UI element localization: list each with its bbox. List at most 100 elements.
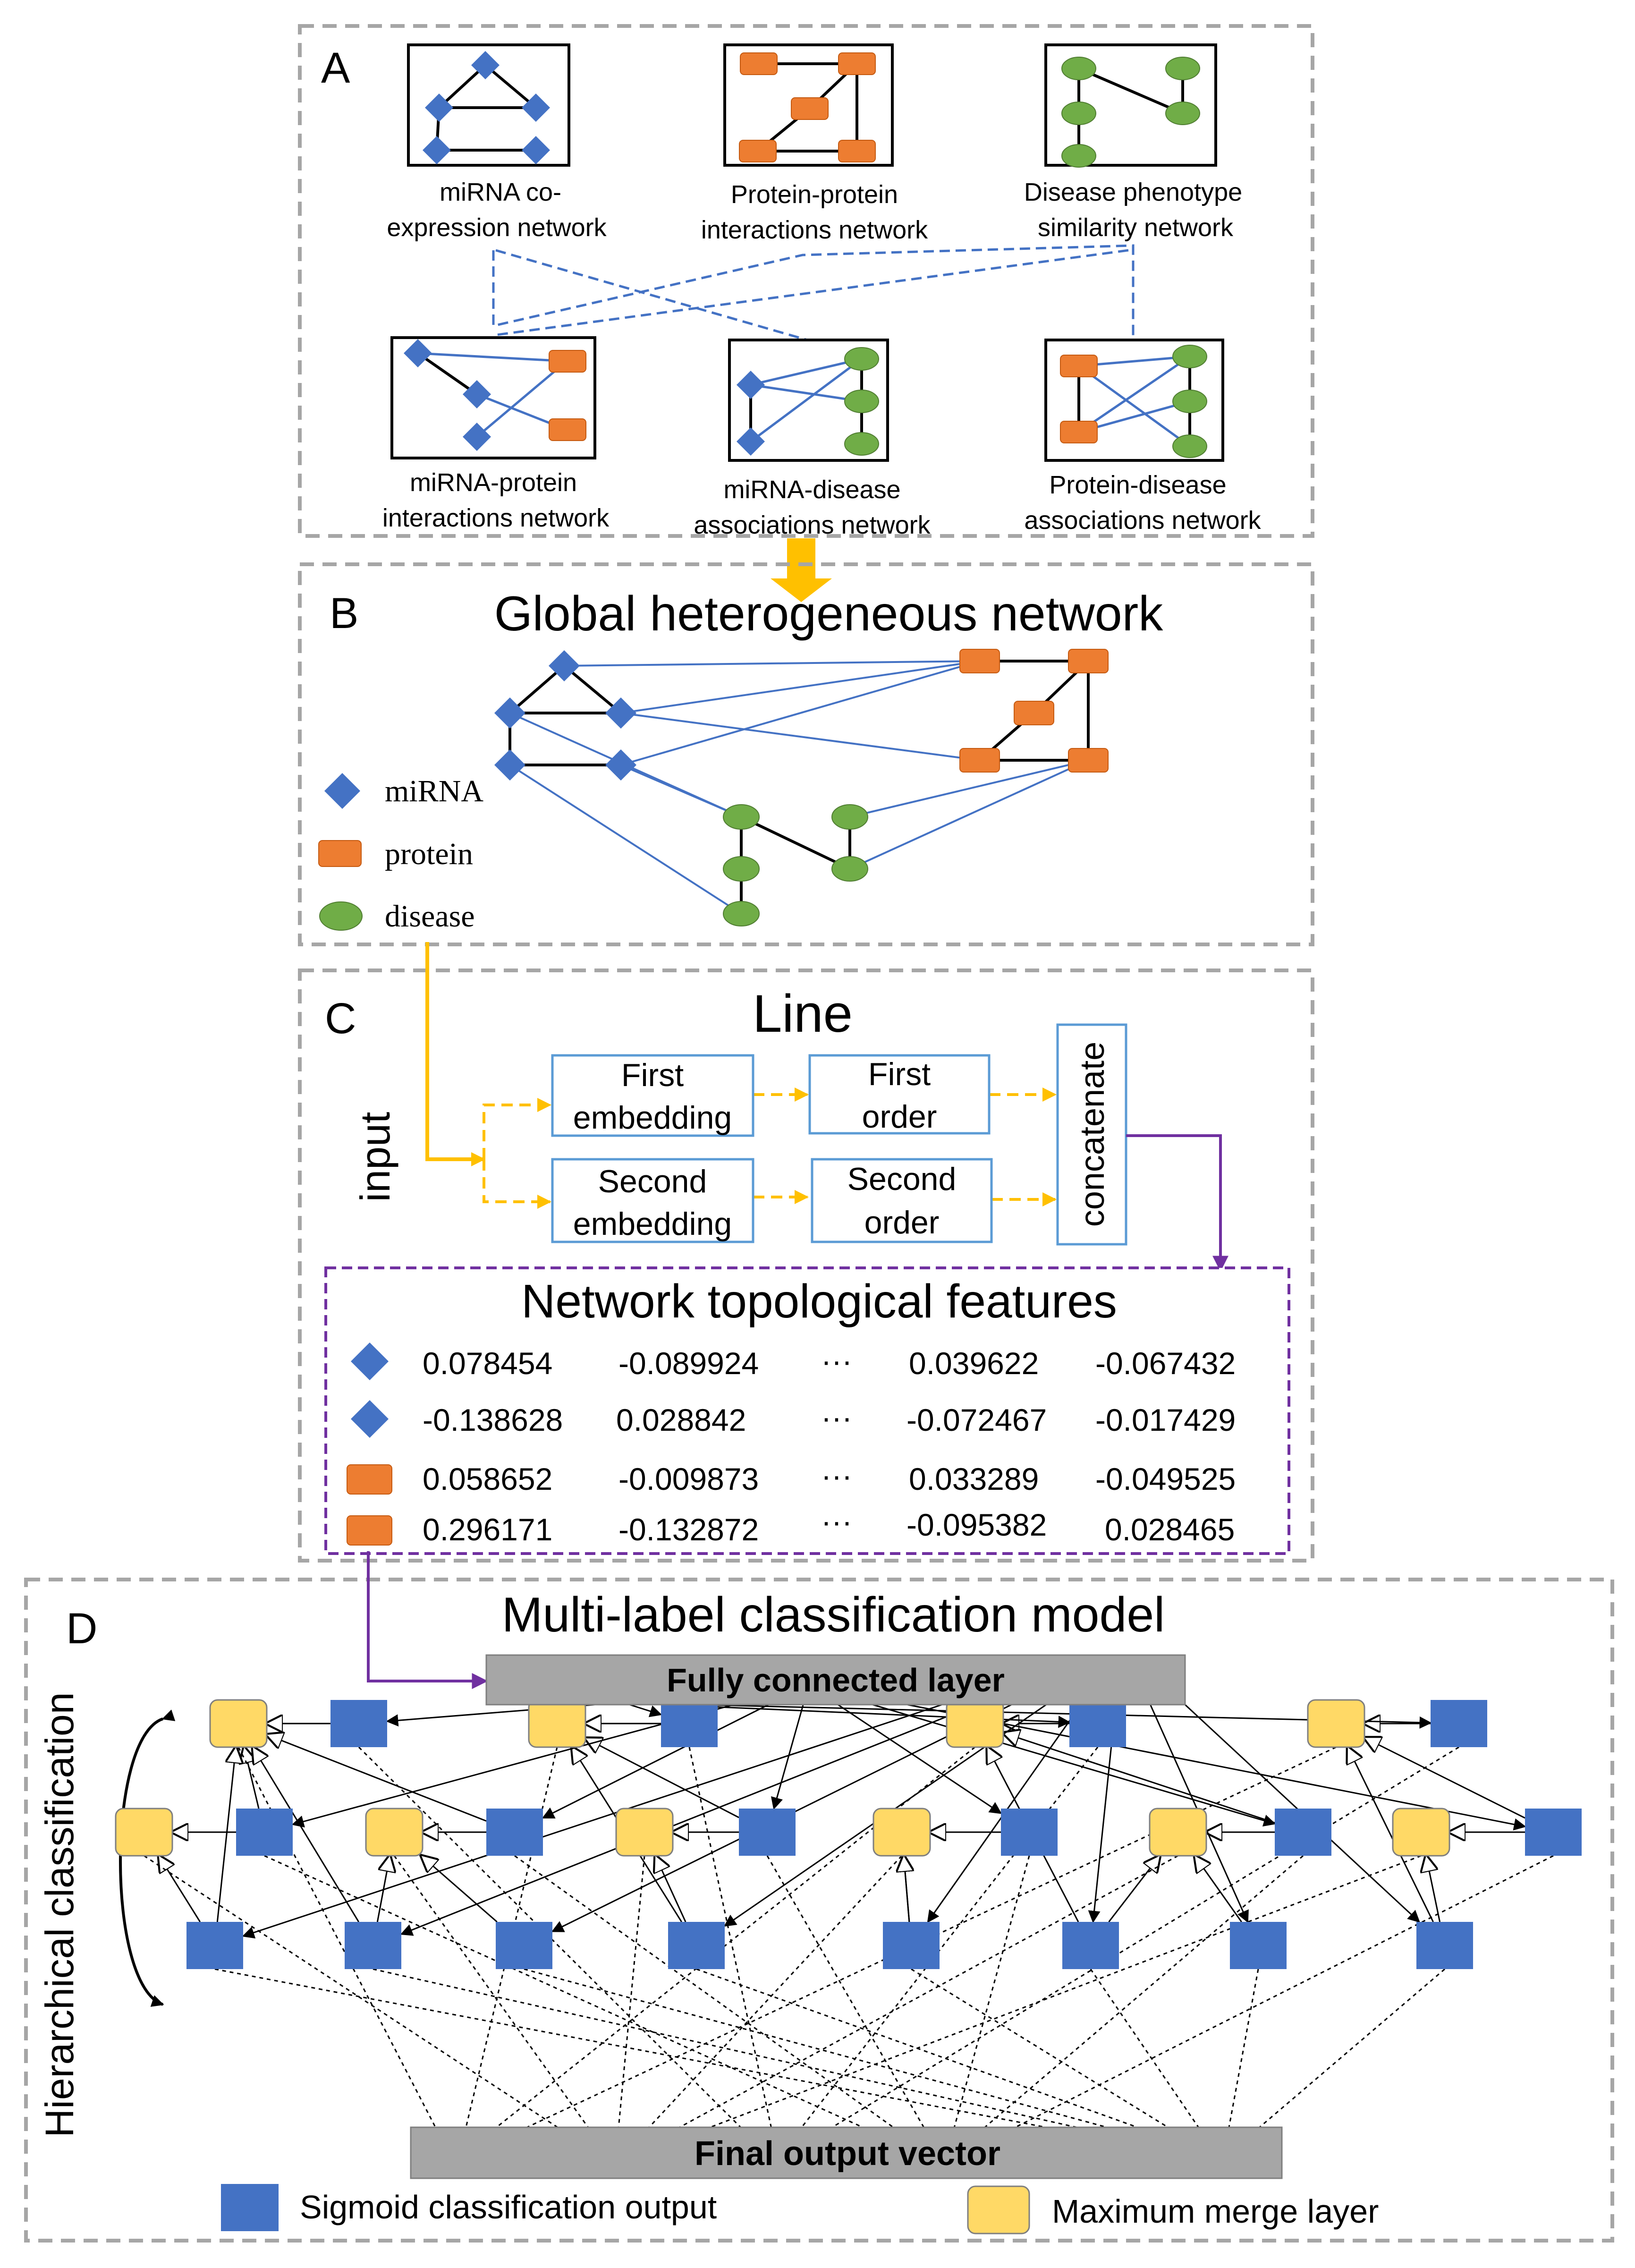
panel-d: D Multi-label classification model Hiera…	[24, 1551, 1614, 2243]
panel-b: B Global heterogeneous network	[298, 562, 1314, 946]
mirna-node	[737, 371, 765, 456]
fc-layer-bar: Fully connected layer	[485, 1654, 1186, 1706]
feature-value: 0.039622	[909, 1346, 1039, 1381]
disease-legend-icon	[319, 901, 363, 931]
fc-arrow	[872, 1704, 1276, 1827]
sigmoid-output-node	[661, 1700, 718, 1747]
sigmoid-output-node	[186, 1922, 243, 1969]
panel-a-letter: A	[321, 44, 350, 92]
output-link	[1228, 1969, 1259, 2128]
sigmoid-output-node	[668, 1922, 725, 1969]
mirna-row-icon	[351, 1342, 389, 1380]
network-derivation-links	[492, 244, 1135, 341]
output-link	[696, 1968, 1138, 2128]
merge-layer-node	[946, 1699, 1004, 1748]
output-link	[373, 1968, 1077, 2128]
merge-arrow	[1003, 1733, 1275, 1824]
mirna-legend-icon	[324, 773, 360, 809]
feature-value: -0.132872	[618, 1512, 759, 1547]
network-label-line1: Protein-disease	[1049, 471, 1226, 499]
feature-value: -0.072467	[906, 1402, 1047, 1437]
protein-row-icon	[347, 1464, 392, 1495]
fc-arrow	[771, 1704, 804, 1810]
model-edges	[144, 1704, 1554, 2128]
feature-row: -0.138628 0.028842 ··· -0.072467 -0.0174…	[423, 1400, 1236, 1437]
output-link	[801, 1747, 1099, 2128]
box-label-line1: Second	[847, 1161, 957, 1197]
ppi-network: Protein-protein interactions network	[701, 43, 928, 244]
feature-value: -0.067432	[1095, 1346, 1236, 1381]
feature-value: -0.017429	[1095, 1402, 1236, 1437]
feature-row: 0.078454 -0.089924 ··· 0.039622 -0.06743…	[423, 1343, 1236, 1381]
box-label-line2: order	[864, 1205, 940, 1240]
merge-layer-node	[1307, 1699, 1365, 1748]
feature-value: 0.296171	[423, 1512, 552, 1547]
merge-legend-icon	[967, 2185, 1030, 2234]
feature-value: -0.009873	[618, 1461, 759, 1496]
features-title: Network topological features	[521, 1275, 1117, 1328]
output-link	[831, 1746, 1459, 2128]
box-label-line2: embedding	[573, 1100, 732, 1136]
fc-arrow	[242, 1704, 942, 1939]
merge-arrow	[655, 1856, 686, 1922]
feature-value: 0.028465	[1105, 1512, 1235, 1547]
sigmoid-output-node	[883, 1922, 940, 1969]
fc-arrow	[837, 1704, 1002, 1814]
sigmoid-output-node	[1416, 1922, 1473, 1969]
feature-row: 0.296171 -0.132872 ··· -0.095382 0.02846…	[423, 1504, 1235, 1547]
merge-arrow	[267, 1735, 487, 1822]
box-label-line2: order	[862, 1099, 937, 1135]
output-link	[1259, 1968, 1445, 2128]
sigmoid-output-node	[496, 1922, 552, 1969]
merge-arrow	[376, 1856, 390, 1922]
panel-b-title: Global heterogeneous network	[494, 586, 1163, 641]
sigmoid-output-node	[1062, 1922, 1119, 1969]
fc-arrow	[629, 1704, 662, 1717]
panel-d-title: Multi-label classification model	[502, 1588, 1165, 1642]
ellipsis: ···	[821, 1458, 852, 1493]
network-label-line1: Protein-protein	[731, 180, 898, 209]
sigmoid-output-node	[330, 1700, 387, 1747]
homogeneous-links	[508, 660, 1090, 914]
disease-node	[1172, 345, 1207, 458]
merge-layer-node	[873, 1808, 931, 1857]
mirna-protein-network: miRNA-protein interactions network	[382, 336, 610, 532]
fc-arrow	[542, 1704, 769, 1819]
ellipsis: ···	[821, 1504, 852, 1539]
concatenate-to-features-arrow	[1126, 1134, 1228, 1272]
ellipsis: ···	[821, 1400, 852, 1435]
network-label-line2: interactions network	[382, 504, 610, 532]
network-label-line2: expression network	[387, 213, 607, 242]
feature-value: 0.058652	[423, 1461, 552, 1496]
output-link	[766, 1855, 924, 2128]
network-label-line2: associations network	[694, 511, 931, 539]
merge-arrow	[904, 1856, 909, 1922]
network-label-line2: similarity network	[1038, 213, 1234, 242]
merge-arrow	[244, 1747, 260, 1809]
output-link	[393, 1855, 589, 2128]
sigmoid-legend-icon	[221, 2184, 279, 2231]
merge-arrow	[1108, 1856, 1160, 1922]
mirna-row-icon	[351, 1400, 389, 1438]
output-link	[214, 1968, 1046, 2128]
disease-node	[1061, 57, 1200, 168]
protein-node	[549, 350, 586, 441]
panel-b-frame	[298, 562, 1314, 946]
output-link	[984, 1855, 1304, 2128]
feature-value: 0.028842	[616, 1402, 746, 1437]
feature-value: -0.049525	[1095, 1461, 1236, 1496]
second-embedding-box: Second embedding	[551, 1158, 754, 1243]
panel-a: A miRNA co- exp	[298, 24, 1314, 539]
output-link	[264, 1855, 863, 2128]
merge-legend-label: Maximum merge layer	[1052, 2193, 1379, 2230]
legend-disease-label: disease	[385, 899, 475, 934]
a-to-b-arrow	[771, 538, 832, 602]
panel-d-letter: D	[66, 1605, 97, 1653]
merge-arrow	[1347, 1747, 1434, 1922]
output-link	[911, 1968, 1169, 2128]
output-link	[465, 1747, 558, 2128]
protein-node	[959, 649, 1109, 773]
fc-arrow	[400, 1704, 977, 1936]
sigmoid-output-node	[739, 1809, 796, 1856]
output-link	[710, 1855, 1422, 2128]
